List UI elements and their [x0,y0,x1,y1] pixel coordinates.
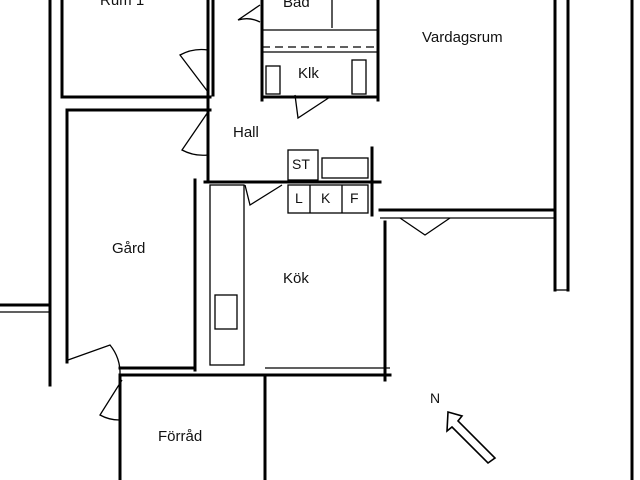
north-arrow-icon [446,410,497,465]
room-label-rum1: Rum 1 [100,0,145,9]
room-label-gard: Gård [112,240,146,257]
door-swings [67,4,451,421]
room-label-l: L [295,190,303,206]
room-label-forrad: Förråd [158,428,203,445]
room-label-k: K [321,190,331,206]
room-label-vardagsrum: Vardagsrum [422,29,503,46]
room-label-bad: Bad [283,0,310,11]
room-label-klk: Klk [298,65,319,82]
compass-label: N [430,390,441,406]
room-label-st: ST [292,156,310,172]
room-label-kok: Kök [283,270,309,287]
room-label-hall: Hall [233,124,259,141]
room-label-f: F [350,190,359,206]
